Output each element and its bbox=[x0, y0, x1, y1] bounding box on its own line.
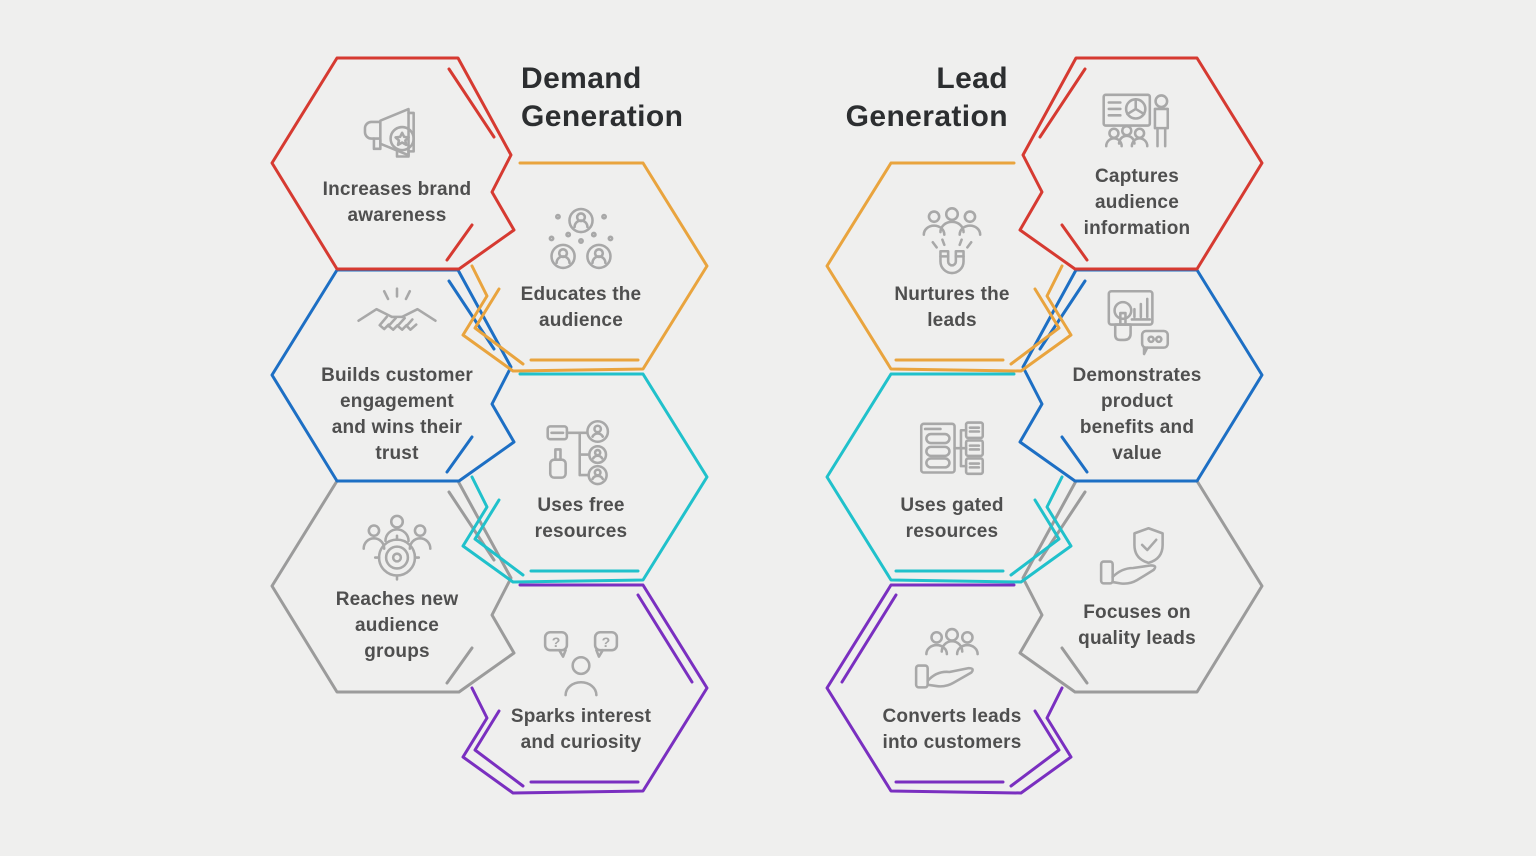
hex-outline-demand-6 bbox=[461, 583, 709, 795]
hex-echo-line-demand-1-1 bbox=[447, 67, 496, 139]
people-magnet-icon bbox=[911, 205, 993, 277]
hex-piece-lead-5: Focuses on quality leads bbox=[1017, 491, 1257, 683]
hex-echo-line-lead-3-2 bbox=[1060, 435, 1089, 474]
hex-outline-group-lead-6 bbox=[825, 583, 1073, 795]
hex-outline-group-demand-1 bbox=[270, 56, 516, 271]
hex-echo-line-lead-2-1 bbox=[1038, 67, 1087, 139]
demand-title-line1: Demand bbox=[521, 62, 642, 95]
hex-echo-line-demand-3-2 bbox=[445, 435, 474, 474]
hex-piece-demand-6: ?? Sparks interest and curiosity bbox=[461, 595, 701, 787]
hex-piece-lead-1: Nurtures the leads bbox=[832, 173, 1072, 365]
piece-label: Captures audience information bbox=[1083, 165, 1191, 239]
hex-outline-group-demand-2 bbox=[461, 161, 709, 373]
hand-network-icon bbox=[540, 416, 622, 488]
lead-title-line2: Generation bbox=[845, 100, 1008, 133]
svg-text:?: ? bbox=[602, 633, 611, 649]
svg-text:?: ? bbox=[552, 633, 561, 649]
hand-chart-icon bbox=[1096, 286, 1178, 358]
hex-piece-lead-3: Demonstrates product benefits and value bbox=[1017, 280, 1257, 472]
hex-outline-group-lead-4 bbox=[825, 372, 1073, 584]
hex-echo-line-lead-1-2 bbox=[1009, 287, 1061, 366]
hex-outline-group-lead-1 bbox=[825, 161, 1073, 373]
hex-piece-demand-3: Builds customer engagement and wins thei… bbox=[277, 280, 517, 472]
piece-label: Nurtures the leads bbox=[894, 283, 1010, 331]
shield-hand-icon bbox=[1096, 523, 1178, 595]
piece-label: Uses free resources bbox=[534, 494, 628, 542]
hex-piece-demand-1: Increases brand awareness bbox=[277, 68, 517, 260]
hand-people-icon bbox=[911, 627, 993, 699]
hex-echo-line-lead-5-2 bbox=[1060, 646, 1089, 685]
piece-label: Focuses on quality leads bbox=[1078, 601, 1196, 649]
audience-target-icon bbox=[356, 510, 438, 582]
hex-echo-line-lead-4-2 bbox=[1009, 498, 1061, 577]
demand-generation-title: Demand Generation bbox=[521, 60, 781, 136]
hex-echo-line-demand-4-2 bbox=[473, 498, 525, 577]
hex-echo-line-demand-6-2 bbox=[473, 709, 525, 788]
hex-piece-lead-2: Captures audience information bbox=[1017, 68, 1257, 260]
piece-label: Sparks interest and curiosity bbox=[510, 705, 652, 753]
piece-label: Reaches new audience groups bbox=[335, 588, 459, 662]
piece-label: Demonstrates product benefits and value bbox=[1072, 364, 1202, 464]
hex-piece-lead-4: Uses gated resources bbox=[832, 384, 1072, 576]
piece-label: Uses gated resources bbox=[900, 494, 1004, 542]
piece-label: Increases brand awareness bbox=[322, 178, 472, 226]
hex-piece-demand-5: Reaches new audience groups bbox=[277, 491, 517, 683]
megaphone-icon bbox=[356, 100, 438, 172]
hex-outline-demand-1 bbox=[270, 56, 516, 271]
lead-title-line1: Lead bbox=[936, 62, 1008, 95]
piece-label: Educates the audience bbox=[520, 283, 642, 331]
hex-echo-line-lead-6-2 bbox=[1009, 709, 1061, 788]
hex-echo-line-lead-6-3 bbox=[840, 593, 898, 684]
hex-outline-lead-2 bbox=[1018, 56, 1264, 271]
hex-piece-demand-4: Uses free resources bbox=[461, 384, 701, 576]
person-question-icon: ?? bbox=[540, 627, 622, 699]
piece-label: Builds customer engagement and wins thei… bbox=[321, 364, 473, 464]
hex-echo-line-demand-5-2 bbox=[445, 646, 474, 685]
hex-outline-group-lead-2 bbox=[1018, 56, 1264, 271]
gated-docs-icon bbox=[911, 416, 993, 488]
handshake-icon bbox=[356, 286, 438, 358]
hex-piece-lead-6: Converts leads into customers bbox=[832, 595, 1072, 787]
hex-outline-lead-1 bbox=[825, 161, 1073, 373]
hex-echo-line-lead-2-2 bbox=[1060, 223, 1089, 262]
hex-outline-lead-6 bbox=[825, 583, 1073, 795]
hex-outline-group-demand-4 bbox=[461, 372, 709, 584]
hex-echo-line-demand-2-2 bbox=[473, 287, 525, 366]
hex-outline-group-demand-6 bbox=[461, 583, 709, 795]
hex-outline-demand-2 bbox=[461, 161, 709, 373]
demand-title-line2: Generation bbox=[521, 100, 684, 133]
hex-outline-demand-4 bbox=[461, 372, 709, 584]
lead-generation-title: Lead Generation bbox=[708, 60, 1008, 136]
presentation-audience-icon bbox=[1096, 87, 1178, 159]
hex-echo-line-demand-6-3 bbox=[636, 593, 694, 684]
hex-echo-line-demand-1-2 bbox=[445, 223, 474, 262]
hex-outline-lead-4 bbox=[825, 372, 1073, 584]
hex-piece-demand-2: Educates the audience bbox=[461, 173, 701, 365]
people-network-icon bbox=[540, 205, 622, 277]
piece-label: Converts leads into customers bbox=[882, 705, 1022, 753]
